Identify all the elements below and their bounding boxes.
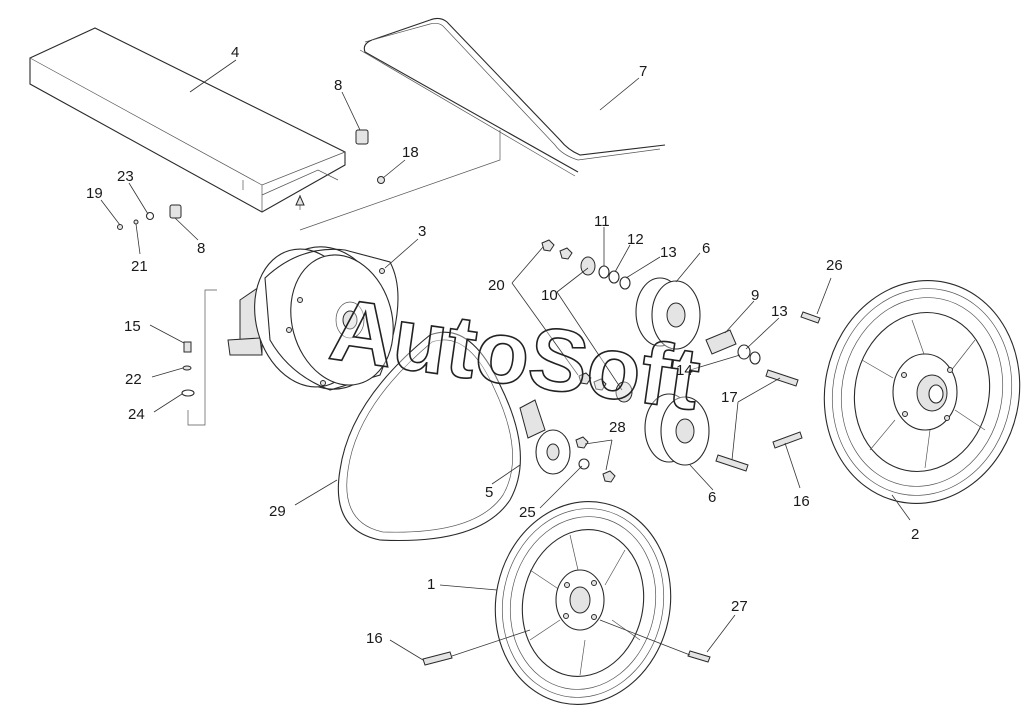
part-6-pulley-lower <box>644 393 710 466</box>
label-part-8-left: 8 <box>197 240 205 257</box>
part-4-cover <box>29 27 501 231</box>
label-part-6-upper: 6 <box>702 240 710 257</box>
part-5-idler-bracket <box>519 399 571 475</box>
label-part-24: 24 <box>128 406 145 423</box>
label-part-18: 18 <box>402 144 419 161</box>
part-29-belt <box>337 331 521 542</box>
part-26-pin <box>800 311 821 324</box>
label-part-5: 5 <box>485 484 493 501</box>
label-part-6-lower: 6 <box>708 489 716 506</box>
label-part-4: 4 <box>231 44 239 61</box>
part-18-screw <box>377 176 385 184</box>
label-part-26: 26 <box>826 257 843 274</box>
part-8-clip-left <box>169 204 182 219</box>
part-20-nuts <box>541 239 607 391</box>
label-part-1: 1 <box>427 576 435 593</box>
part-19-23-21-fasteners <box>117 211 155 230</box>
label-part-17: 17 <box>721 389 738 406</box>
label-part-22: 22 <box>125 371 142 388</box>
part-17-bolts <box>715 369 799 472</box>
label-part-25: 25 <box>519 504 536 521</box>
label-part-12: 12 <box>627 231 644 248</box>
label-part-11: 11 <box>594 213 610 230</box>
label-part-16-right: 16 <box>793 493 810 510</box>
label-part-16-front: 16 <box>366 630 383 647</box>
label-part-27: 27 <box>731 598 748 615</box>
label-part-8-top: 8 <box>334 77 342 94</box>
label-part-10: 10 <box>541 287 558 304</box>
part-2-wheel-right <box>823 280 1021 504</box>
label-part-20: 20 <box>488 277 505 294</box>
label-part-14: 14 <box>676 362 693 379</box>
label-part-15: 15 <box>124 318 141 335</box>
label-part-21: 21 <box>131 258 148 275</box>
label-part-29: 29 <box>269 503 286 520</box>
part-16-bolt-front <box>422 651 453 666</box>
part-16-bolt-right <box>772 431 803 449</box>
part-9-shaft <box>705 329 761 365</box>
label-part-7: 7 <box>639 63 647 80</box>
part-1-wheel-front <box>494 501 672 705</box>
part-27-pin <box>687 650 711 663</box>
part-8-clip-top <box>355 129 369 145</box>
part-7-rod <box>359 17 666 177</box>
part-6-pulley-upper <box>635 277 701 350</box>
label-part-23: 23 <box>117 168 134 185</box>
label-part-13-lower: 13 <box>771 303 788 320</box>
part-15-22-24-bolt-set <box>181 289 217 426</box>
label-part-13-upper: 13 <box>660 244 677 261</box>
leader-lines <box>100 59 911 661</box>
label-part-19: 19 <box>86 185 103 202</box>
part-11-12-13-washers <box>598 265 631 290</box>
part-3-motor <box>227 246 399 391</box>
label-part-9: 9 <box>751 287 759 304</box>
label-part-28: 28 <box>609 419 626 436</box>
part-labels: 4 8 7 18 23 19 8 21 3 15 22 24 11 12 13 … <box>86 44 919 647</box>
part-25-28-hardware <box>575 436 616 483</box>
label-part-2: 2 <box>911 526 919 543</box>
label-part-3: 3 <box>418 223 426 240</box>
